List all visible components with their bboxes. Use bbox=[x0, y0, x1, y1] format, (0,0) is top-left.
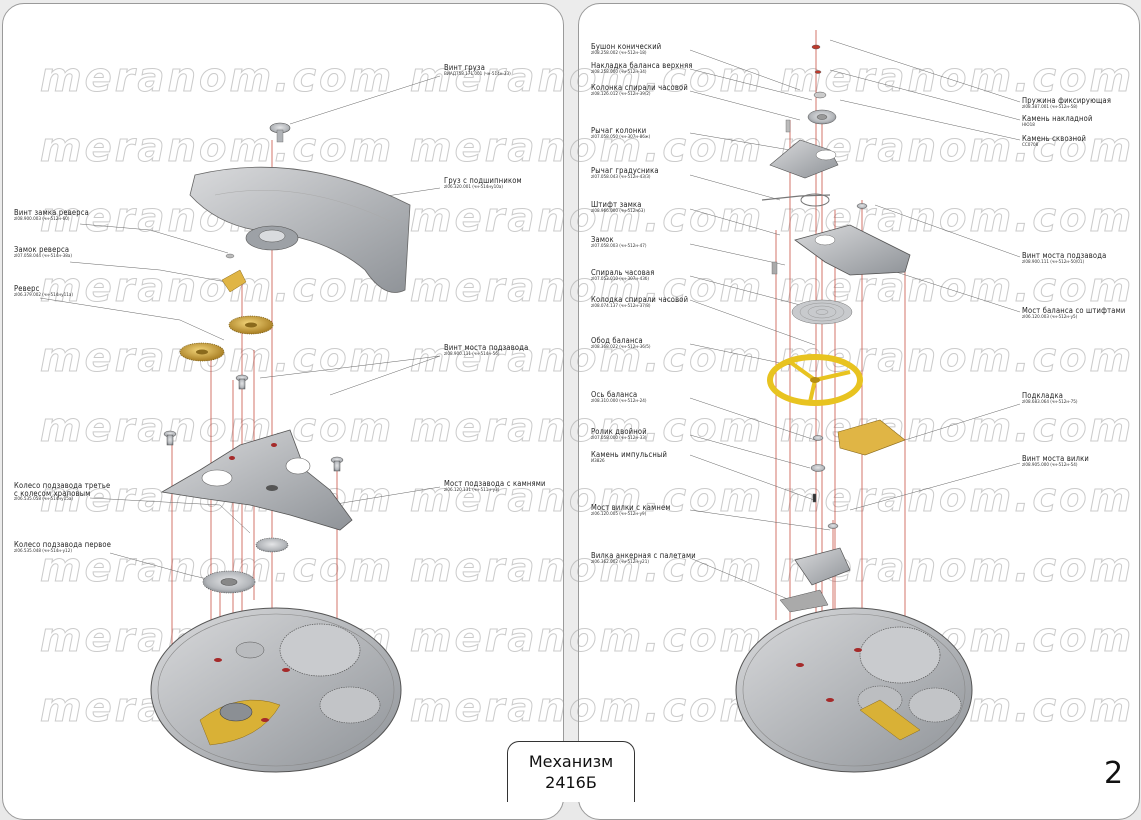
watermark-text: meranom.com bbox=[39, 265, 395, 312]
watermark-text: meranom.com bbox=[409, 475, 765, 522]
movement-title: Механизм bbox=[528, 752, 614, 771]
exploded-mechanism-illustration bbox=[39, 30, 1021, 773]
watermark-text: meranom.com bbox=[39, 405, 395, 452]
watermark-text: meranom.com bbox=[779, 125, 1135, 172]
automatic-bridge bbox=[160, 429, 353, 531]
watermark-text: meranom.com bbox=[39, 55, 395, 102]
regulator-lever bbox=[761, 119, 839, 207]
watermark-text: meranom.com bbox=[779, 55, 1135, 102]
balance-staff-and-roller bbox=[810, 435, 826, 503]
hairspring bbox=[791, 299, 853, 325]
pallet-bridge bbox=[779, 523, 851, 613]
shim-plate bbox=[837, 419, 906, 456]
title-box: Механизм 2416Б bbox=[507, 741, 635, 802]
page-number: 2 bbox=[1104, 756, 1124, 791]
label-connectors bbox=[39, 39, 1021, 601]
screws-left bbox=[163, 374, 344, 472]
balance-wheel bbox=[767, 354, 863, 406]
watermark-text: meranom.com bbox=[409, 55, 765, 102]
catalog-spread: meranom.com meranom.com meranom.com meranom… bbox=[2, 3, 1140, 820]
watermark-text: meranom.com bbox=[409, 615, 765, 662]
balance-cap-parts bbox=[807, 44, 837, 125]
watermark-text: meranom.com bbox=[409, 685, 765, 732]
watermark-text: meranom.com bbox=[409, 335, 765, 382]
watermark-text: meranom.com bbox=[409, 265, 765, 312]
automatic-wheels bbox=[202, 537, 289, 594]
watermark-text: meranom.com bbox=[779, 475, 1135, 522]
watermark-text: meranom.com bbox=[39, 125, 395, 172]
watermark-text: meranom.com bbox=[779, 405, 1135, 452]
watermark-text: meranom.com bbox=[409, 405, 765, 452]
movement-base-right bbox=[735, 607, 973, 773]
watermark-text: meranom.com bbox=[409, 195, 765, 242]
movement-caliber: 2416Б bbox=[545, 773, 597, 792]
movement-base-left bbox=[150, 607, 402, 773]
watermark-text: meranom.com bbox=[409, 545, 765, 592]
watermark-text: meranom.com bbox=[409, 125, 765, 172]
oscillating-weight bbox=[189, 122, 411, 293]
balance-bridge bbox=[771, 203, 911, 276]
reverser-wheels bbox=[179, 253, 274, 362]
